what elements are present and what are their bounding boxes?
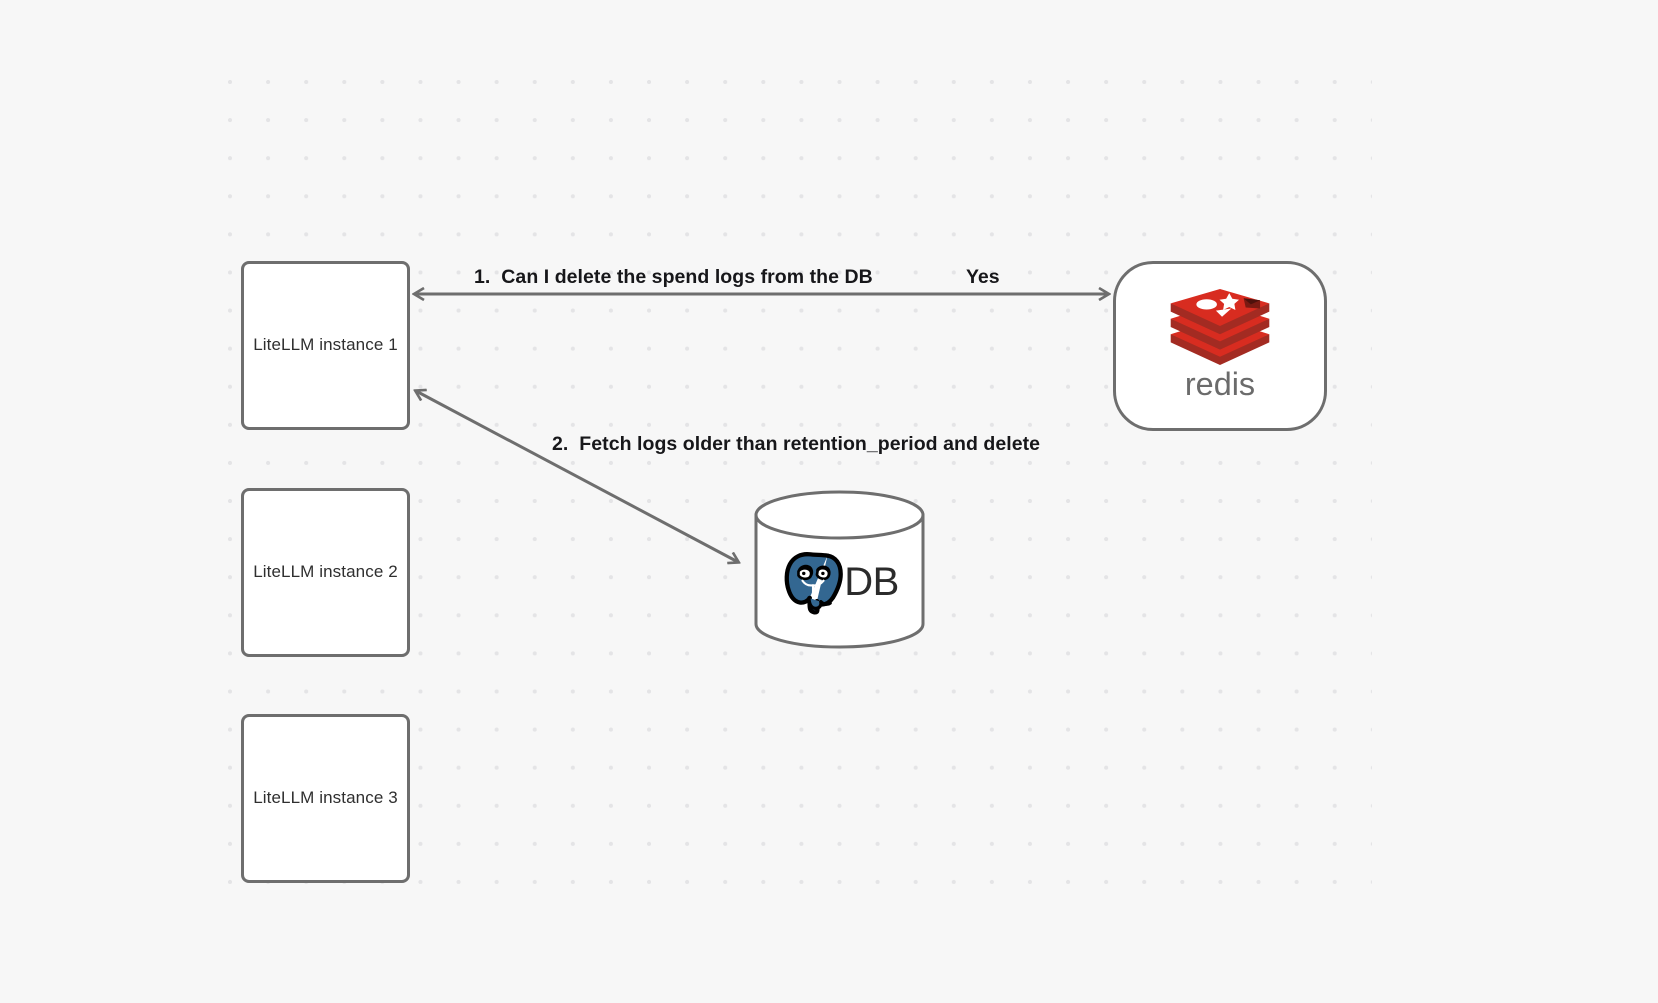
redis-logo-icon xyxy=(1170,289,1270,365)
node-label: LiteLLM instance 1 xyxy=(253,335,398,355)
node-label: LiteLLM instance 3 xyxy=(253,788,398,808)
svg-text:redis: redis xyxy=(1185,366,1255,402)
node-litellm-instance-3[interactable]: LiteLLM instance 3 xyxy=(241,714,410,883)
node-litellm-instance-2[interactable]: LiteLLM instance 2 xyxy=(241,488,410,657)
database-label: DB xyxy=(844,560,899,604)
postgresql-elephant-icon xyxy=(784,552,844,615)
node-redis[interactable]: redis xyxy=(1113,261,1327,431)
node-database[interactable]: DB xyxy=(753,489,926,650)
edge-label-reply: Yes xyxy=(966,266,1000,288)
database-content: DB xyxy=(753,541,926,623)
edge-label-request: 1. Can I delete the spend logs from the … xyxy=(474,266,873,288)
edge-db-litellm1 xyxy=(416,391,738,562)
edge-label-fetch-delete: 2. Fetch logs older than retention_perio… xyxy=(552,433,1041,455)
redis-wordmark-text: redis xyxy=(1185,366,1255,402)
node-litellm-instance-1[interactable]: LiteLLM instance 1 xyxy=(241,261,410,430)
node-label: LiteLLM instance 2 xyxy=(253,562,398,582)
